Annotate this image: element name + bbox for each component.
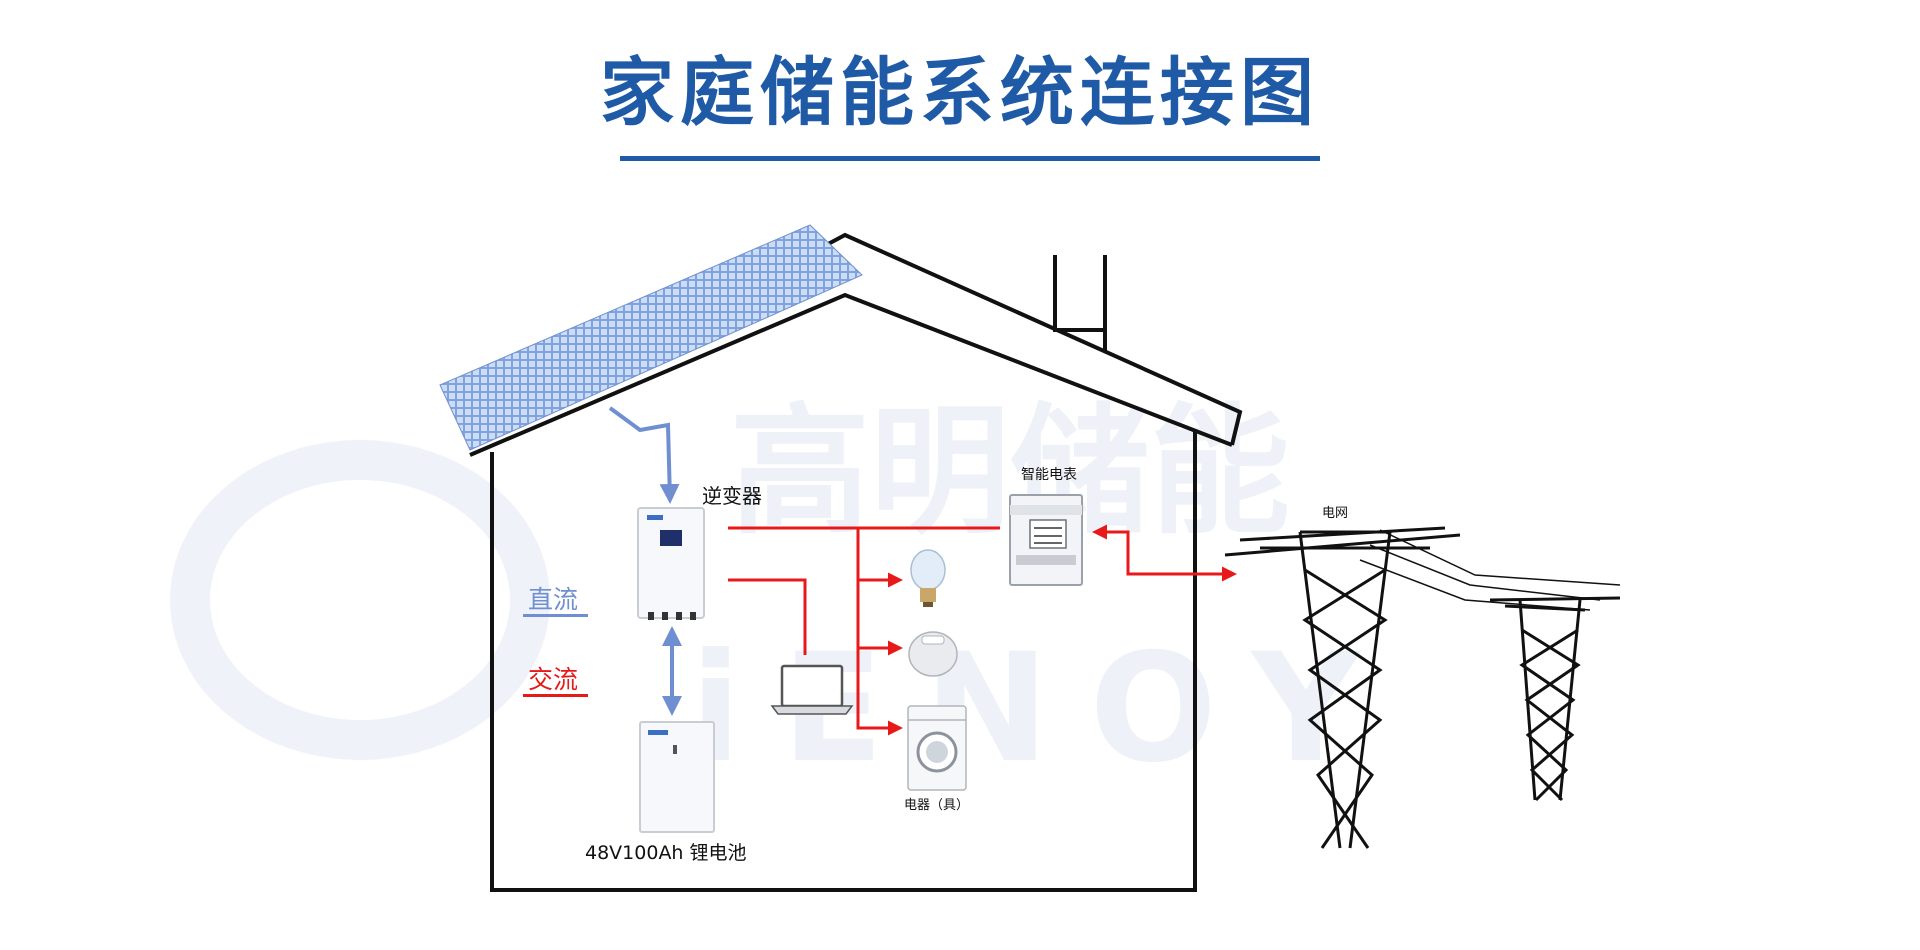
smart-meter-icon (1009, 494, 1083, 586)
smart-meter-label: 智能电表 (1021, 467, 1077, 483)
legend-dc-line (523, 614, 588, 617)
solar-panel-icon (439, 224, 863, 451)
house-walls (490, 430, 1197, 892)
title-underline (620, 156, 1320, 161)
appliances-label: 电器（具） (904, 798, 970, 813)
ac-line-to-laptop (728, 578, 807, 655)
dc-connections (608, 406, 682, 716)
laptop-icon (770, 664, 854, 715)
ac-line-meter-grid (1092, 524, 1237, 582)
light-bulb-icon (910, 549, 946, 607)
inverter-label: 逆变器 (702, 484, 762, 508)
legend-ac-label: 交流 (528, 665, 579, 694)
house-chimney (1053, 255, 1107, 332)
ac-line-to-washer (856, 648, 903, 736)
legend-dc-label: 直流 (528, 585, 579, 614)
watermark-logo (170, 440, 550, 760)
dc-line-solar-to-inverter (608, 406, 680, 504)
power-tower-icon (1224, 526, 1621, 849)
rice-cooker-icon (908, 631, 958, 677)
house-roof-inner (469, 292, 1233, 457)
page-title: 家庭储能系统连接图 (600, 50, 1320, 136)
inverter-icon (637, 507, 705, 620)
grid-label: 电网 (1322, 506, 1349, 521)
watermark: 高明储能 iENOY (170, 391, 1360, 796)
ac-connections (728, 524, 1237, 736)
house-outline (469, 232, 1243, 892)
battery-icon (639, 721, 715, 833)
legend-ac-line (523, 694, 588, 697)
battery-label: 48V100Ah 锂电池 (585, 842, 747, 864)
washing-machine-icon (907, 705, 967, 791)
